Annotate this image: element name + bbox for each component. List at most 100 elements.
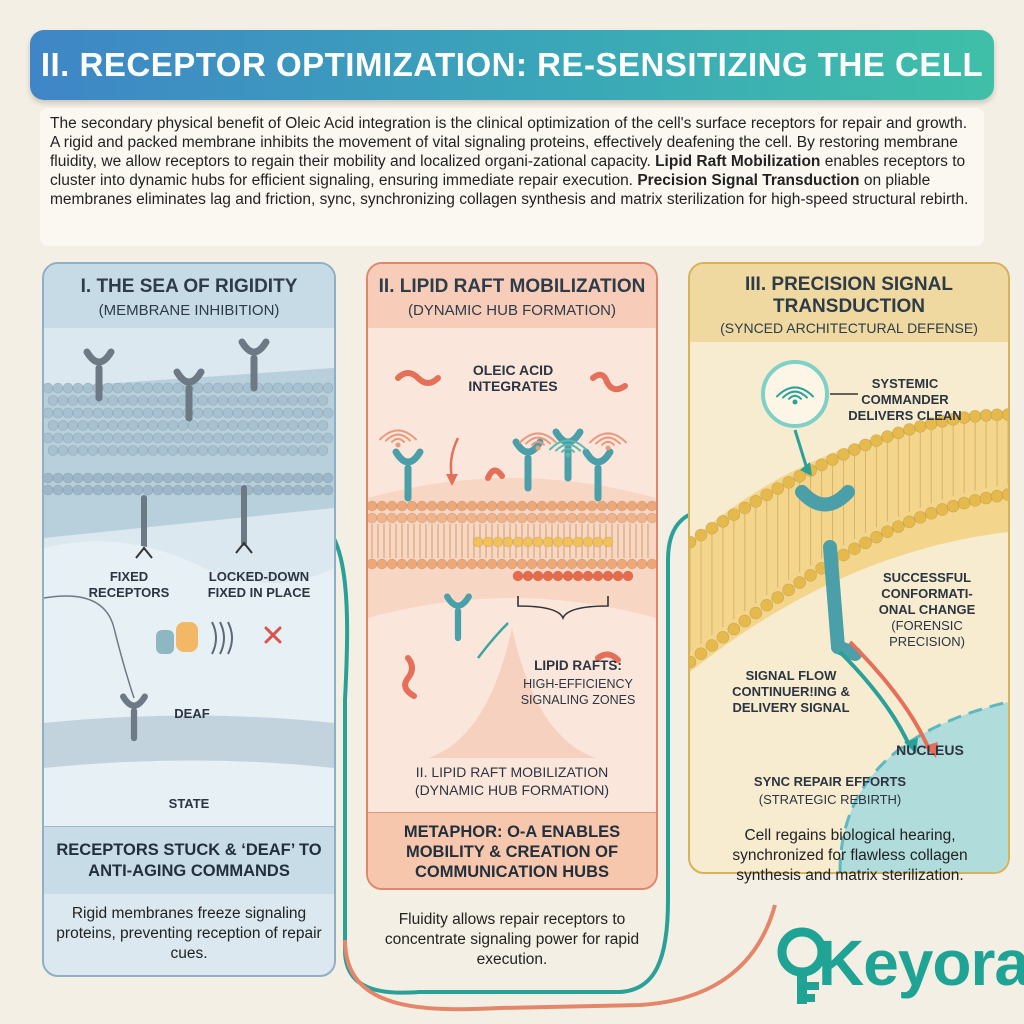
commander-badge: [761, 360, 829, 428]
raft-lipid: [592, 536, 604, 548]
fluid-lipid-bottom: [368, 558, 378, 570]
oleic-acid-molecule: [590, 371, 628, 393]
fluid-lipid-top: [436, 500, 448, 512]
rigid-lipid-head: [117, 395, 129, 406]
gold-lipid-top: [771, 482, 785, 495]
rigid-lipid-head: [302, 432, 314, 444]
gold-lipid-bottom: [870, 530, 883, 544]
rigid-lipid-head: [102, 382, 114, 394]
fluid-lipid-bottom: [476, 558, 488, 570]
rigid-lipid-bottom: [162, 472, 174, 484]
rigid-lipid-head: [282, 432, 294, 444]
rigid-lipid-head: [47, 395, 59, 406]
fixed-receptor-1-head: [83, 348, 115, 366]
gold-lipid-top: [749, 495, 763, 508]
rigid-lipid-bottom: [232, 472, 244, 484]
fluid-lipid-top: [496, 500, 508, 512]
gold-lipid-top: [990, 408, 1004, 422]
rigid-lipid-head: [322, 432, 334, 444]
fluid-lipid-bottom: [526, 558, 538, 570]
fluid-lipid-bottom: [496, 558, 508, 570]
rigid-lipid-head: [262, 382, 274, 394]
gold-lipid-top: [979, 409, 993, 422]
rigid-lipid-head: [207, 420, 219, 431]
fluid-lipid-bottom: [536, 558, 548, 570]
label-state: STATE: [168, 796, 210, 811]
panel2-caption: Fluidity allows repair receptors to conc…: [384, 911, 640, 968]
rigid-lipid-head: [142, 382, 154, 394]
raft-receptor-1-head: [512, 438, 544, 456]
raft-lipid: [502, 536, 514, 548]
rigid-lipid-bottom: [202, 484, 214, 496]
arrow-icon: [793, 429, 810, 473]
fluid-lipid-top2: [576, 512, 588, 524]
panel1-header: I. THE SEA OF RIGIDITY (MEMBRANE INHIBIT…: [44, 264, 334, 328]
rigid-lipid-head: [127, 420, 139, 431]
rigid-lipid-head: [287, 420, 299, 431]
gold-lipid-bottom: [979, 491, 993, 505]
fluid-lipid-top: [536, 500, 548, 512]
rigid-lipid-head: [257, 395, 269, 406]
rigid-lipid-head: [162, 432, 174, 444]
gold-lipid-bottom: [760, 598, 774, 612]
rigid-lipid-head: [282, 382, 294, 394]
fluid-lipid-top: [556, 500, 568, 512]
rigid-lipid-head: [97, 445, 109, 456]
rigid-lipid-head: [312, 382, 324, 394]
fixed-receptor-2-head: [238, 338, 270, 356]
fluid-lipid-bottom: [586, 558, 598, 570]
raft-lipid: [572, 536, 584, 548]
gold-lipid-bottom: [716, 630, 730, 644]
rigid-lipid-head: [107, 420, 119, 431]
rigid-lipid-head: [102, 432, 114, 444]
rigid-lipid-head: [292, 382, 304, 394]
label-sync-repair: SYNC REPAIR EFFORTS: [753, 774, 907, 789]
brand-logo: Keyora: [772, 918, 1024, 1010]
rigid-lipid-bottom: [192, 472, 204, 484]
label-lipid-rafts-sub: HIGH-EFFICIENCY SIGNALING ZONES: [520, 677, 636, 707]
rigid-lipid-head: [297, 420, 309, 431]
x-mark-icon: [264, 626, 282, 644]
rigid-lipid-head: [112, 382, 124, 394]
wifi-signal-icon: [395, 442, 401, 448]
wifi-signal-icon: [776, 386, 814, 398]
signal-flow-arrow: [848, 640, 932, 753]
fluid-lipid-top: [426, 500, 438, 512]
rigid-lipid-head: [272, 382, 284, 394]
raft-lipid-red: [582, 570, 594, 582]
fluid-lipid-top2: [486, 512, 498, 524]
coral-connector-arrow: [343, 904, 777, 1012]
rigid-lipid-head: [122, 382, 134, 394]
fluid-lipid-top: [376, 500, 388, 512]
gold-lipid-bottom: [903, 515, 916, 529]
rigid-lipid-bottom: [112, 484, 124, 496]
rigid-lipid-head: [272, 432, 284, 444]
rigid-lipid-bottom: [192, 484, 204, 496]
fluid-lipid-bottom: [596, 558, 608, 570]
rigid-lipid-bottom: [152, 484, 164, 496]
rigid-lipid-head: [117, 445, 129, 456]
rigid-lipid-head: [157, 420, 169, 431]
rigid-lipid-head: [132, 432, 144, 444]
fixed-receptor-3-head: [173, 368, 205, 386]
panel2-subtitle: (DYNAMIC HUB FORMATION): [407, 302, 617, 319]
fluid-lipid-top2: [406, 512, 418, 524]
rigid-lipid-head: [242, 407, 254, 419]
raft-lipid: [602, 536, 614, 548]
panel3-subtitle: (SYNCED ARCHITECTURAL DEFENSE): [720, 320, 978, 336]
rigid-lipid-bottom: [92, 472, 104, 484]
rigid-lipid-bottom: [222, 472, 234, 484]
arrow-icon: [446, 474, 458, 486]
gold-lipid-bottom: [913, 511, 927, 524]
rigid-lipid-head: [292, 432, 304, 444]
label-nucleus: NUCLEUS: [896, 742, 964, 758]
nucleus-membrane: [838, 700, 1008, 872]
panel-lipid-raft-mobilization: II. LIPID RAFT MOBILIZATION (DYNAMIC HUB…: [366, 262, 658, 890]
fluid-lipid-top2: [636, 512, 648, 524]
rigid-lipid-bottom: [62, 484, 74, 496]
rigid-lipid-bottom: [242, 472, 254, 484]
rigid-lipid-bottom: [252, 484, 264, 496]
oleic-acid-molecule: [402, 655, 417, 699]
fluid-lipid-bottom: [376, 558, 388, 570]
rigid-lipid-head: [312, 432, 324, 444]
